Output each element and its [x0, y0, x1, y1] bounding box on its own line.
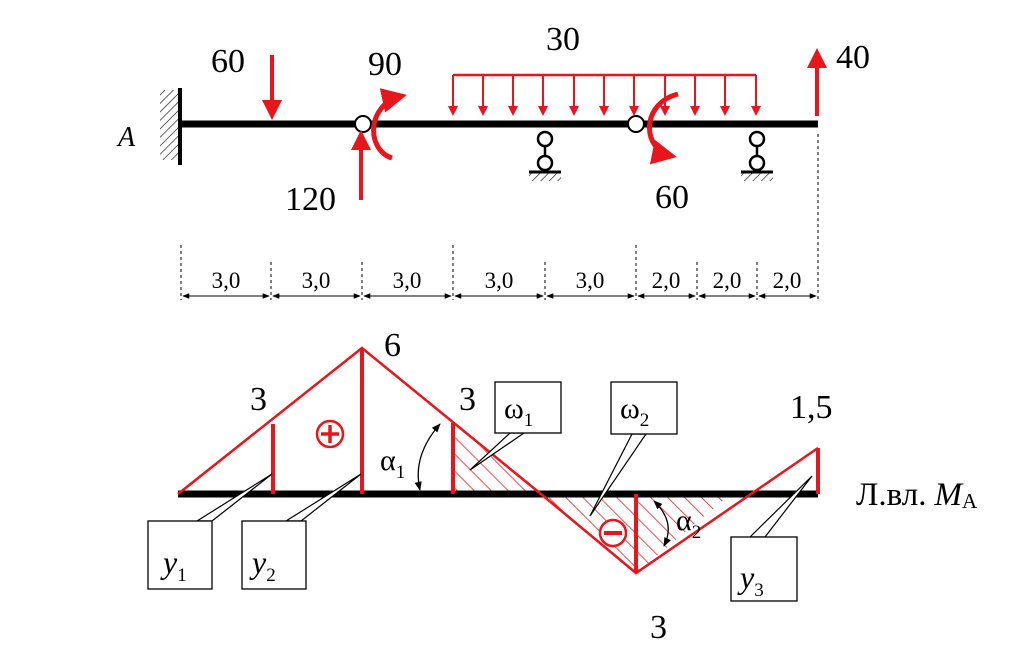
dimension-row: 3,0 3,0 3,0 3,0 3,0 2,0 2,0 2,0: [180, 245, 817, 300]
load-40-label: 40: [836, 39, 870, 76]
load-60-label: 60: [211, 43, 245, 80]
distributed-load: [448, 73, 761, 116]
callout-y3: y3: [730, 475, 813, 602]
value-peak: 6: [384, 327, 401, 364]
fixed-support-hatch: [160, 90, 178, 160]
dim-label-8: 2,0: [773, 268, 802, 293]
dim-label-1: 3,0: [212, 268, 241, 293]
callout-y1: y1: [147, 473, 273, 590]
hinge-2: [627, 115, 645, 133]
alpha1-label: α1: [380, 444, 405, 483]
svg-text:ω2: ω2: [620, 392, 649, 431]
hinge-1: [354, 115, 372, 133]
value-left: 3: [250, 381, 267, 418]
plus-sign: [315, 419, 345, 449]
svg-text:y3: y3: [737, 559, 764, 601]
influence-polyline: [177, 346, 819, 575]
dim-label-3: 3,0: [393, 268, 422, 293]
moment-90-arrow: [371, 88, 407, 161]
value-bottom: 3: [650, 609, 667, 646]
load-120-label: 120: [285, 181, 336, 218]
moment-60-arrow: [647, 91, 679, 165]
alpha2-arc: [653, 500, 671, 547]
roller-support-1: [529, 130, 561, 181]
dim-label-2: 3,0: [302, 268, 331, 293]
alpha1-arc: [414, 423, 441, 491]
alpha2-label: α2: [676, 504, 701, 543]
svg-text:y1: y1: [160, 544, 187, 586]
dim-label-6: 2,0: [652, 268, 681, 293]
influence-line-title: Л.вл.MA: [856, 477, 978, 513]
svg-text:ω1: ω1: [504, 392, 533, 431]
value-mid: 3: [459, 381, 476, 418]
callout-omega2: ω2: [589, 381, 678, 517]
moment-60-label: 60: [655, 179, 689, 216]
value-right: 1,5: [790, 389, 833, 426]
influence-line: 3 6 3 1,5 3 α1 α2 Л.вл.MA: [177, 327, 978, 646]
beam-scheme: A 60 120 90: [116, 21, 870, 300]
callout-omega1: ω1: [469, 381, 562, 471]
udl-30-label: 30: [546, 21, 580, 58]
callout-y2: y2: [241, 473, 362, 590]
roller-support-2: [741, 130, 773, 181]
moment-90-label: 90: [368, 46, 402, 83]
dim-label-5: 3,0: [576, 268, 605, 293]
dim-label-4: 3,0: [485, 268, 514, 293]
svg-text:y2: y2: [249, 544, 276, 586]
dim-label-7: 2,0: [713, 268, 742, 293]
minus-sign: [598, 518, 628, 548]
support-label: A: [116, 122, 136, 153]
